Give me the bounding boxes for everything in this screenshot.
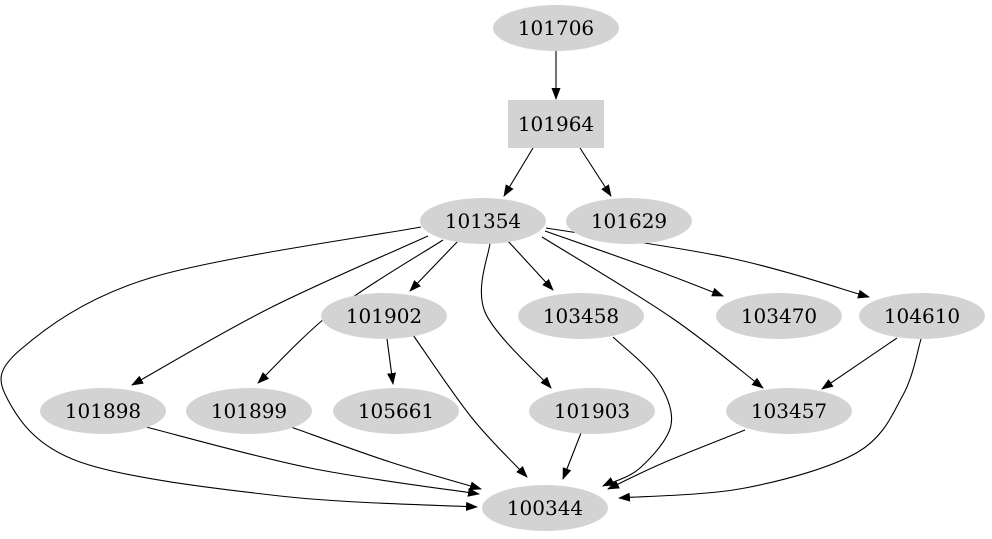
- edge-101354-101898: [131, 235, 429, 386]
- node-103457: 103457: [726, 388, 852, 434]
- node-101898: 101898: [40, 388, 166, 434]
- edge-101354-101902: [409, 239, 460, 292]
- ellipse-shape-104610: [859, 293, 985, 339]
- node-label-101899: 101899: [211, 399, 287, 423]
- ellipse-shape-101899: [186, 388, 312, 434]
- node-label-101902: 101902: [346, 304, 422, 328]
- node-label-101964: 101964: [518, 112, 594, 136]
- ellipse-shape-101902: [321, 293, 447, 339]
- node-label-103470: 103470: [741, 304, 817, 328]
- node-label-104610: 104610: [884, 304, 960, 328]
- node-101903: 101903: [529, 388, 655, 434]
- node-105661: 105661: [333, 388, 459, 434]
- edge-101964-101629: [579, 147, 612, 197]
- edge-101354-103470: [544, 230, 724, 297]
- edge-103458-100344: [602, 336, 673, 487]
- edge-104610-100344: [618, 338, 922, 502]
- edge-101354-100344: [0, 226, 478, 511]
- ellipse-shape-101354: [420, 198, 546, 244]
- ellipse-shape-103457: [726, 388, 852, 434]
- node-103470: 103470: [716, 293, 842, 339]
- edge-101964-101354: [503, 147, 534, 197]
- ellipse-shape-103470: [716, 293, 842, 339]
- node-101899: 101899: [186, 388, 312, 434]
- edge-103457-100344: [607, 429, 746, 490]
- ellipse-shape-103458: [518, 293, 644, 339]
- node-label-101354: 101354: [445, 209, 521, 233]
- edges-layer: [0, 51, 922, 511]
- node-101902: 101902: [321, 293, 447, 339]
- node-101354: 101354: [420, 198, 546, 244]
- ellipse-shape-101706: [493, 5, 619, 51]
- ellipse-shape-101629: [566, 198, 692, 244]
- edge-101902-105661: [386, 338, 397, 385]
- node-label-100344: 100344: [507, 496, 583, 520]
- node-label-105661: 105661: [358, 399, 434, 423]
- node-label-101903: 101903: [554, 399, 630, 423]
- edge-101903-100344: [562, 432, 582, 480]
- edge-104610-103457: [821, 337, 898, 390]
- nodes-layer: 101706 101964 101354 101629 101902 103458 1034…: [40, 5, 985, 531]
- node-label-103457: 103457: [751, 399, 827, 423]
- ellipse-shape-101898: [40, 388, 166, 434]
- node-101964: 101964: [508, 100, 604, 148]
- edge-101354-103457: [541, 236, 764, 389]
- node-103458: 103458: [518, 293, 644, 339]
- box-shape-101964: [508, 100, 604, 148]
- edge-101902-100344: [412, 334, 528, 478]
- node-101706: 101706: [493, 5, 619, 51]
- ellipse-shape-100344: [482, 485, 608, 531]
- edge-101898-100344: [145, 426, 480, 497]
- edge-101354-101903: [480, 242, 552, 389]
- node-label-103458: 103458: [543, 304, 619, 328]
- node-101629: 101629: [566, 198, 692, 244]
- ellipse-shape-105661: [333, 388, 459, 434]
- edge-101354-103458: [506, 239, 554, 291]
- node-100344: 100344: [482, 485, 608, 531]
- edge-101899-100344: [290, 426, 482, 491]
- node-104610: 104610: [859, 293, 985, 339]
- node-label-101706: 101706: [518, 16, 594, 40]
- node-label-101629: 101629: [591, 209, 667, 233]
- node-label-101898: 101898: [65, 399, 141, 423]
- ellipse-shape-101903: [529, 388, 655, 434]
